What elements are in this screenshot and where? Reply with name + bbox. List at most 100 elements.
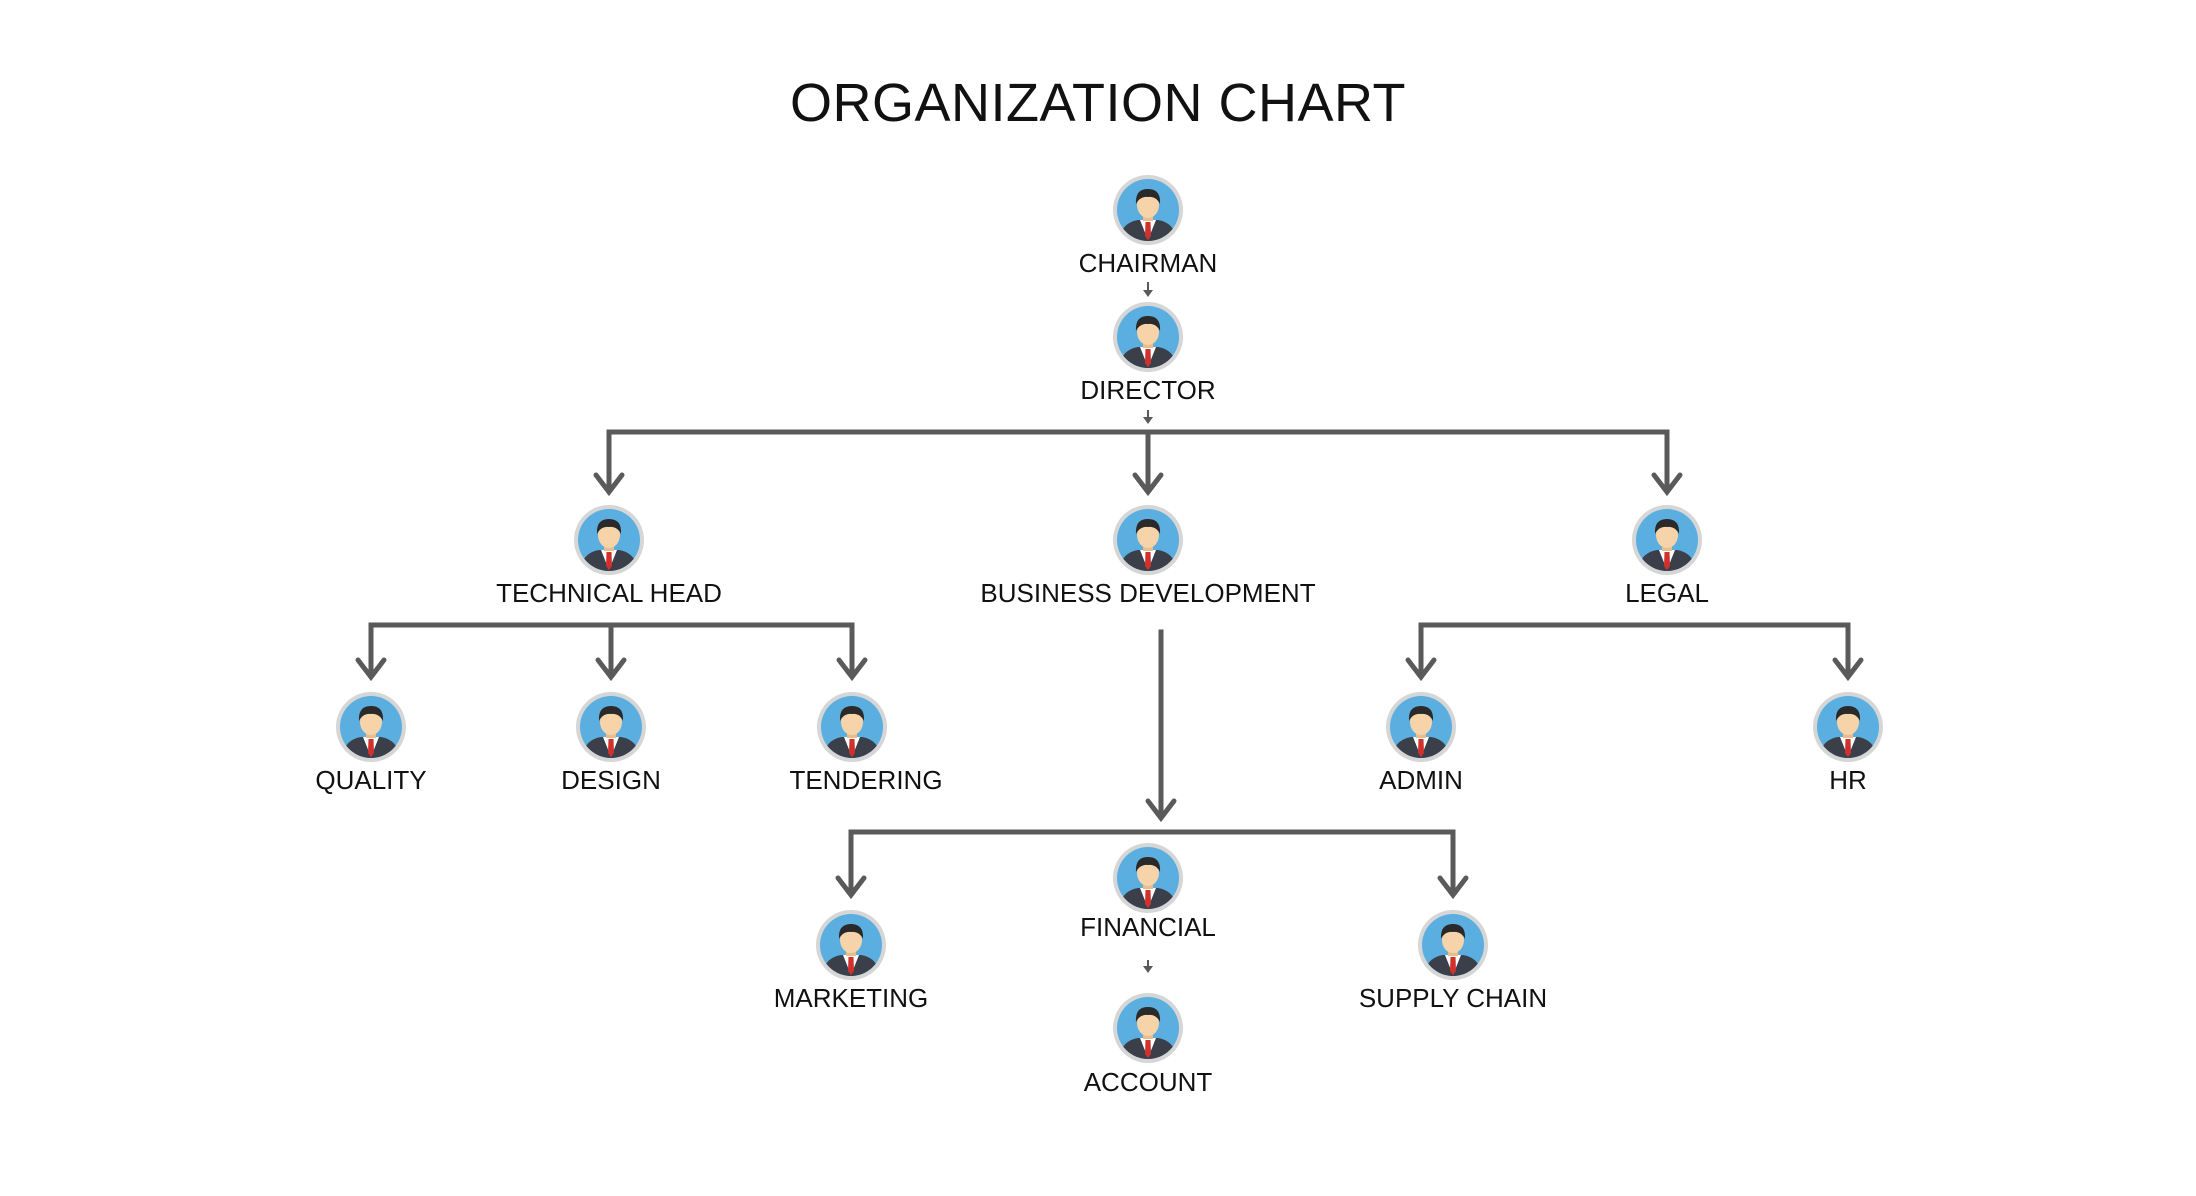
tie-shape — [368, 739, 374, 757]
arrowhead-supply-chain — [1437, 875, 1469, 900]
hair-shape — [1135, 189, 1161, 204]
face-shape — [1137, 319, 1159, 345]
tie-shape — [849, 739, 855, 757]
face-shape — [360, 709, 382, 735]
org-node-marketing: MARKETING — [774, 910, 929, 1013]
node-label-hr: HR — [1829, 765, 1867, 795]
design-avatar-icon — [576, 692, 646, 762]
arrowhead-technical-head — [593, 472, 625, 497]
node-group: CHAIRMAN DIRECTOR TECHNICAL HEAD BUSINESS D… — [315, 175, 1883, 1097]
tendering-avatar-icon — [817, 692, 887, 762]
hair-shape — [1135, 1007, 1161, 1022]
connector-lines — [355, 282, 1864, 973]
node-label-design: DESIGN — [561, 765, 661, 795]
node-label-admin: ADMIN — [1379, 765, 1463, 795]
tie-shape — [606, 552, 612, 570]
tie-shape — [1145, 1040, 1151, 1058]
hair-shape — [596, 519, 622, 534]
node-label-marketing: MARKETING — [774, 983, 929, 1013]
node-label-supply-chain: SUPPLY CHAIN — [1359, 983, 1547, 1013]
hair-shape — [358, 706, 384, 721]
hair-shape — [1135, 316, 1161, 331]
hair-shape — [839, 706, 865, 721]
legal-avatar-icon — [1632, 505, 1702, 575]
hair-shape — [1654, 519, 1680, 534]
face-shape — [1137, 192, 1159, 218]
marketing-avatar-icon — [816, 910, 886, 980]
hair-shape — [1408, 706, 1434, 721]
arrowhead-business-development-bar — [1145, 798, 1177, 823]
node-label-chairman: CHAIRMAN — [1079, 248, 1218, 278]
director-avatar-icon — [1113, 302, 1183, 372]
face-shape — [1137, 1010, 1159, 1036]
director-to-bar-arrow-head — [1143, 417, 1153, 424]
business-development-avatar-icon — [1113, 505, 1183, 575]
chairman-to-director-arrow-head — [1143, 290, 1153, 297]
hair-shape — [1440, 924, 1466, 939]
org-node-admin: ADMIN — [1379, 692, 1463, 795]
org-node-director: DIRECTOR — [1080, 302, 1216, 405]
hair-shape — [1135, 519, 1161, 534]
chairman-avatar-icon — [1113, 175, 1183, 245]
node-label-account: ACCOUNT — [1084, 1067, 1213, 1097]
quality-avatar-icon — [336, 692, 406, 762]
tie-shape — [1145, 349, 1151, 367]
org-node-tendering: TENDERING — [789, 692, 943, 795]
financial-to-account-arrow-head — [1143, 966, 1153, 973]
face-shape — [1442, 927, 1464, 953]
tie-shape — [848, 957, 854, 975]
arrowhead-hr — [1832, 657, 1864, 682]
face-shape — [1410, 709, 1432, 735]
tie-shape — [1845, 739, 1851, 757]
account-avatar-icon — [1113, 993, 1183, 1063]
hr-avatar-icon — [1813, 692, 1883, 762]
face-shape — [841, 709, 863, 735]
tie-shape — [1145, 552, 1151, 570]
node-label-tendering: TENDERING — [789, 765, 942, 795]
org-node-account: ACCOUNT — [1084, 993, 1213, 1097]
org-node-hr: HR — [1813, 692, 1883, 795]
face-shape — [1137, 860, 1159, 886]
org-node-legal: LEGAL — [1625, 505, 1709, 608]
node-label-business-development: BUSINESS DEVELOPMENT — [980, 578, 1315, 608]
arrowhead-tendering — [836, 657, 868, 682]
face-shape — [598, 522, 620, 548]
hair-shape — [838, 924, 864, 939]
node-label-director: DIRECTOR — [1080, 375, 1215, 405]
org-node-chairman: CHAIRMAN — [1079, 175, 1218, 278]
org-node-business-development: BUSINESS DEVELOPMENT — [980, 505, 1316, 608]
org-node-design: DESIGN — [561, 692, 661, 795]
arrowhead-legal — [1651, 472, 1683, 497]
arrowhead-design — [595, 657, 627, 682]
tie-shape — [1145, 890, 1151, 908]
financial-avatar-icon — [1113, 843, 1183, 913]
face-shape — [600, 709, 622, 735]
node-label-quality: QUALITY — [315, 765, 426, 795]
tie-shape — [1145, 222, 1151, 240]
tie-shape — [1418, 739, 1424, 757]
technical-head-avatar-icon — [574, 505, 644, 575]
arrowhead-quality — [355, 657, 387, 682]
hair-shape — [1135, 857, 1161, 872]
supply-chain-avatar-icon — [1418, 910, 1488, 980]
arrowhead-admin — [1405, 657, 1437, 682]
org-node-supply-chain: SUPPLY CHAIN — [1359, 910, 1547, 1013]
tie-shape — [1664, 552, 1670, 570]
admin-avatar-icon — [1386, 692, 1456, 762]
arrowhead-business-development — [1132, 472, 1164, 497]
tie-shape — [608, 739, 614, 757]
face-shape — [840, 927, 862, 953]
hair-shape — [598, 706, 624, 721]
node-label-legal: LEGAL — [1625, 578, 1709, 608]
tie-shape — [1450, 957, 1456, 975]
node-label-technical-head: TECHNICAL HEAD — [496, 578, 722, 608]
hair-shape — [1835, 706, 1861, 721]
face-shape — [1137, 522, 1159, 548]
face-shape — [1656, 522, 1678, 548]
org-node-quality: QUALITY — [315, 692, 427, 795]
arrowhead-marketing — [835, 875, 867, 900]
chart-title: ORGANIZATION CHART — [789, 73, 1407, 133]
org-node-financial: FINANCIAL — [1080, 843, 1216, 942]
